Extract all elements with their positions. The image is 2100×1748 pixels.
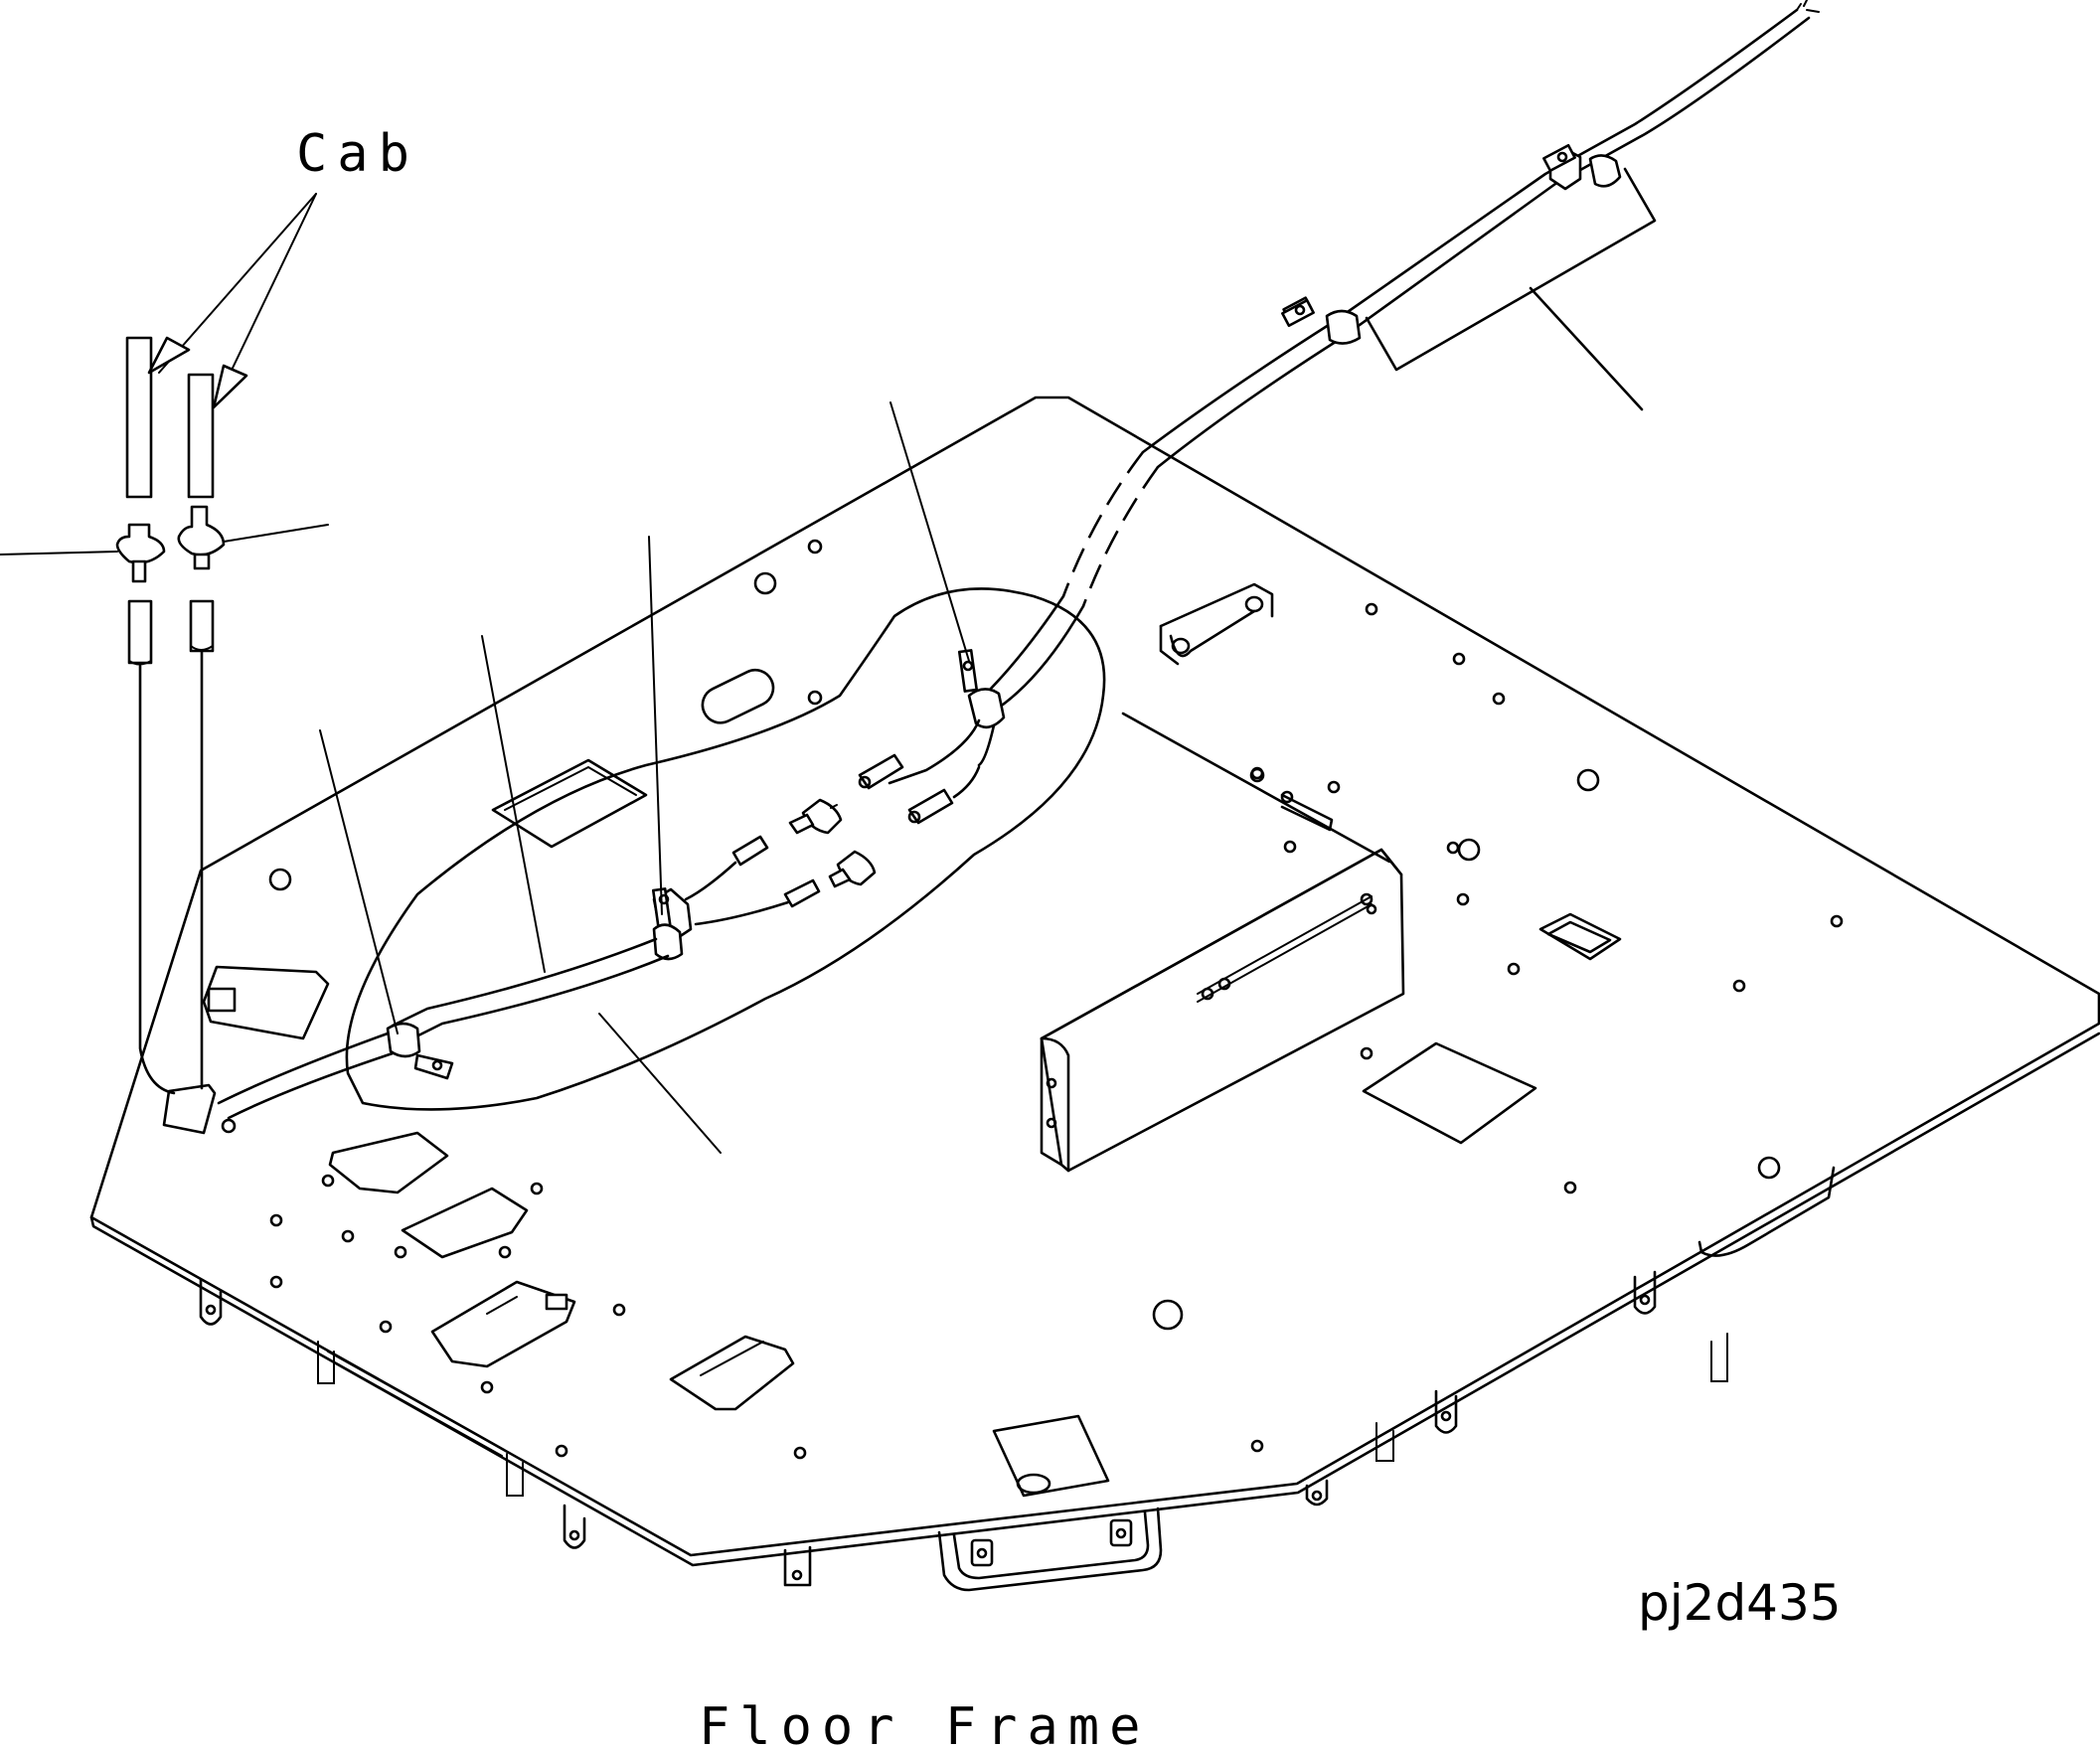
cab-hoses xyxy=(0,193,329,1095)
plate-cutouts xyxy=(162,668,1622,1498)
callout-hoses xyxy=(217,649,1006,1120)
drawing-code: pj2d435 xyxy=(1638,1574,1842,1632)
leader-lines xyxy=(319,401,970,1154)
control-box xyxy=(1040,712,1405,1173)
bracket-top xyxy=(1159,582,1274,666)
floor-frame-label: Floor Frame xyxy=(699,1697,1150,1748)
detail-callout-outline xyxy=(345,587,1106,1111)
cab-label: Cab xyxy=(296,124,419,184)
floor-plate xyxy=(89,396,2100,1592)
main-hose xyxy=(982,0,1820,710)
